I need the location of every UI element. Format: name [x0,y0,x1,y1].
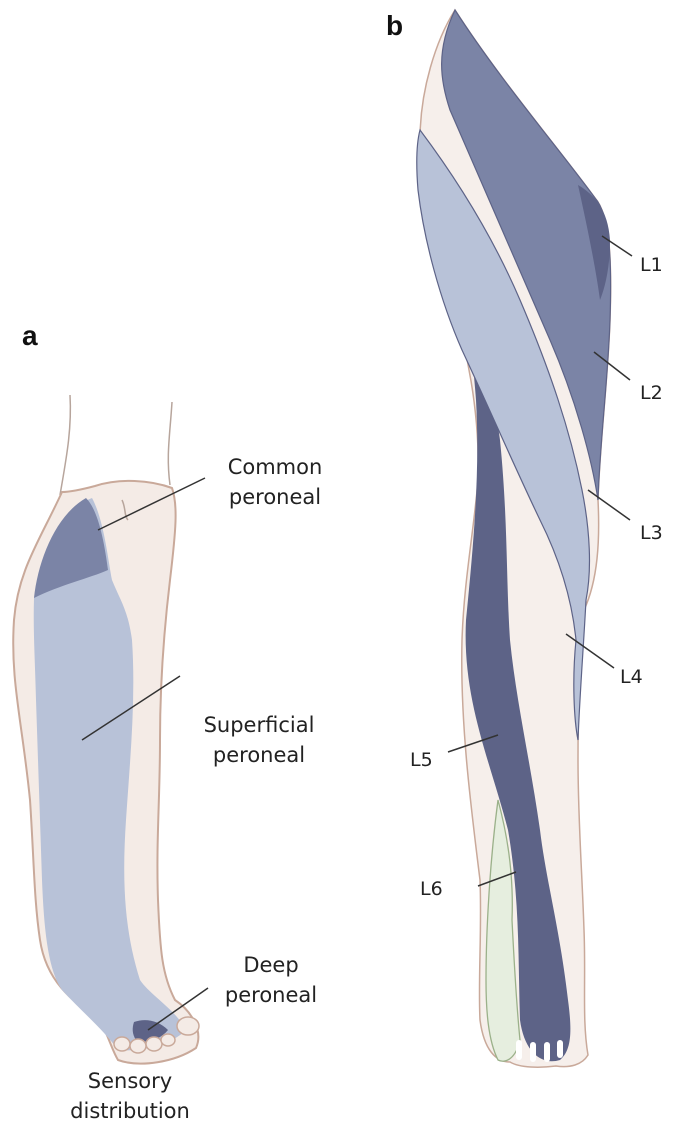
l6-region [485,799,521,1062]
leader-l4 [565,633,615,669]
panel-b-letter: b [386,10,404,41]
label-l5: L5 [410,749,433,771]
label-superficial-peroneal-line1: Superficial [203,713,315,737]
leader-common-peroneal [97,477,206,531]
leader-l3 [587,489,631,521]
label-superficial-peroneal: Superficial peroneal [184,710,334,771]
leader-l2 [593,351,631,381]
leader-l5 [447,734,499,753]
superficial-peroneal-region [33,498,186,1051]
caption-sensory-distribution: Sensory distribution [50,1066,210,1127]
leader-deep-peroneal [147,987,209,1031]
label-l6: L6 [420,878,443,900]
leg-a-upper-right-edge [167,401,173,486]
l3-region [416,128,591,741]
label-l2: L2 [640,382,663,404]
knee-crease [121,499,129,521]
leg-a-upper-left-edge [59,394,72,496]
panel-b-leg [416,8,633,1068]
toes-a [113,1016,200,1054]
caption-line2: distribution [70,1099,190,1124]
label-l3: L3 [640,522,663,544]
label-deep-peroneal: Deep peroneal [196,950,346,1011]
toes-b [516,1040,563,1062]
label-common-peroneal: Common peroneal [200,452,350,513]
common-peroneal-region [34,498,108,598]
leader-l1 [601,235,633,257]
caption-line1: Sensory [87,1069,173,1093]
l5-region [430,160,571,1062]
label-common-peroneal-line1: Common [227,455,323,479]
leader-l6 [477,871,517,887]
panel-a-leg [12,394,209,1065]
l1-region [578,185,610,300]
label-deep-peroneal-line1: Deep [243,953,299,977]
label-l4: L4 [620,666,643,688]
leader-superficial-peroneal [81,675,181,741]
l2-region [441,8,612,501]
panel-a-letter: a [22,320,38,351]
label-l1: L1 [640,254,663,276]
label-superficial-peroneal-line2: peroneal [212,743,306,768]
label-common-peroneal-line2: peroneal [228,485,322,510]
deep-peroneal-region [132,1020,168,1042]
label-deep-peroneal-line2: peroneal [224,983,318,1008]
